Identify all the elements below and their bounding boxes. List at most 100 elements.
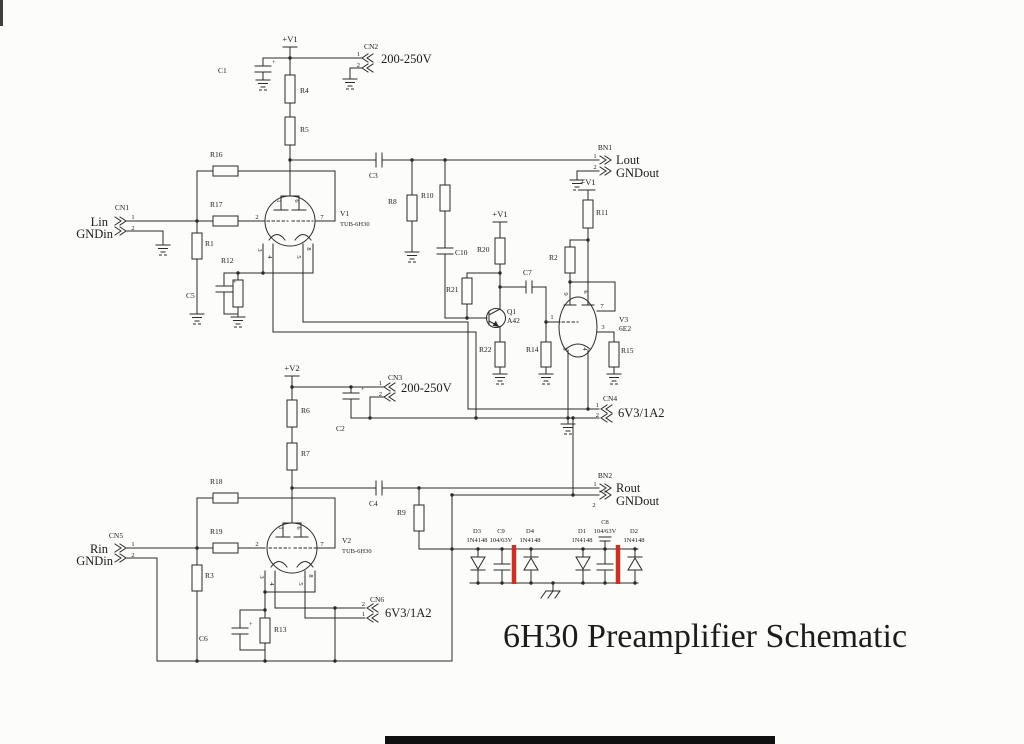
resistor-R16-label: R16	[210, 150, 223, 159]
resistor-R18	[212, 492, 239, 504]
pin-number: 2	[592, 502, 595, 509]
pin-number: 6	[293, 199, 300, 203]
diode-D3	[470, 548, 486, 584]
tube-V3-envelope	[558, 296, 598, 358]
connector-pin-icon	[383, 382, 396, 392]
capacitor-C8-ref: C8	[601, 519, 609, 526]
output-GNDout-label: GNDout	[616, 166, 660, 180]
resistor-R21	[461, 277, 473, 305]
ground-icon	[230, 316, 246, 328]
input-Rin-label: Rin	[90, 542, 109, 556]
connector-BN2-label: BN2	[598, 471, 612, 480]
supply-label: +V1	[282, 34, 297, 44]
pin-number: 3	[601, 324, 604, 331]
scan-bottom-bar-artifact	[385, 736, 775, 744]
hv-supply-value: 200-250V	[401, 381, 452, 395]
resistor-R20	[494, 237, 506, 265]
pin-number: 1	[131, 214, 134, 221]
pin-number: 2	[255, 541, 258, 548]
scan-edge-artifact	[0, 0, 3, 26]
resistor-R3	[191, 564, 203, 592]
resistor-R9-label: R9	[397, 508, 406, 517]
resistor-R2	[564, 246, 576, 274]
supply-label: +V1	[580, 177, 595, 187]
polarity-plus: +	[249, 621, 253, 628]
diode-D2	[627, 548, 643, 584]
pin-number: 2	[255, 214, 258, 221]
pin-number: 3	[256, 248, 263, 251]
capacitor-C5-label: C5	[186, 291, 195, 300]
capacitor-C8	[596, 536, 614, 584]
pin-number: 4	[266, 255, 273, 259]
resistor-R4-label: R4	[300, 86, 309, 95]
pin-number: 5	[297, 582, 304, 585]
diode-D2-ref: D2	[630, 528, 638, 535]
pin-number: 6	[582, 290, 589, 294]
capacitor-C3-label: C3	[369, 171, 378, 180]
resistor-R8-label: R8	[388, 197, 397, 206]
chassis-ground-icon	[540, 590, 561, 599]
right-channel-input: CN5 1 2 Rin GNDin R18 R19 R3	[76, 477, 336, 662]
ground-icon	[538, 373, 554, 385]
right-channel-output: C4 R9 BN2 1 2 Rout GNDout	[156, 471, 660, 662]
capacitor-C9-value: 104/63V	[490, 537, 513, 544]
connector-CN4-label: CN4	[603, 394, 617, 403]
capacitor-C2	[342, 392, 360, 400]
pin-number: 6	[295, 526, 302, 530]
tube-V3-ref: V3	[619, 315, 628, 324]
tube-V3-type: 6E2	[619, 324, 631, 333]
polarity-plus: +	[361, 386, 365, 393]
pin-number: 2	[362, 601, 365, 608]
resistor-R5	[284, 116, 296, 146]
resistor-R2-label: R2	[549, 253, 558, 262]
connector-pin-icon	[383, 392, 396, 402]
connector-CN2-label: CN2	[364, 42, 378, 51]
resistor-R11	[582, 199, 594, 229]
pin-number: 1	[593, 481, 596, 488]
resistor-R7-label: R7	[301, 449, 310, 458]
resistor-R17-label: R17	[210, 200, 223, 209]
heater-bus-CN6: CN6 2 1 6V3/1A2	[274, 595, 432, 662]
input-GNDin-label: GNDin	[76, 554, 114, 568]
transistor-Q1-type: A42	[507, 316, 520, 325]
pin-number: 1	[275, 199, 282, 202]
supply-label: +V1	[492, 209, 507, 219]
heater-diode-network: D3 1N4148 C9 104/63V D4 1N4148 D1 1N4148…	[467, 519, 644, 599]
connector-pin-icon	[599, 166, 612, 176]
resistor-R6	[286, 399, 298, 428]
resistor-R16	[212, 165, 239, 177]
eye-driver-Q1: +V1 R20 R21 R22 R14 C7 Q1 A42	[444, 209, 554, 385]
resistor-R5-label: R5	[300, 125, 309, 134]
diode-D1	[575, 548, 591, 584]
ground-icon	[342, 78, 358, 90]
resistor-R22	[494, 341, 506, 368]
pin-number: 2	[131, 552, 134, 559]
pin-number: 3	[258, 575, 265, 578]
resistor-R19-label: R19	[210, 527, 223, 536]
capacitor-C7-label: C7	[523, 268, 532, 277]
capacitor-C10	[436, 247, 454, 255]
capacitor-C3	[375, 152, 383, 168]
resistor-R8	[406, 194, 418, 222]
pin-number: 4	[581, 347, 588, 351]
transistor-Q1	[486, 308, 506, 328]
connector-pin-icon	[114, 553, 127, 563]
pin-number: 2	[596, 412, 599, 419]
ground-icon	[492, 373, 508, 385]
resistor-R15-label: R15	[621, 346, 634, 355]
pin-number: 5	[561, 347, 568, 350]
transistor-Q1-ref: Q1	[507, 307, 516, 316]
tube-V2-ref: V2	[342, 536, 351, 545]
pin-number: 8	[305, 247, 312, 250]
connector-pin-icon	[366, 613, 379, 623]
tube-V1-ref: V1	[340, 209, 349, 218]
resistor-R1	[191, 232, 203, 260]
resistor-R13-label: R13	[274, 625, 287, 634]
connector-pin-icon	[361, 53, 374, 63]
resistor-R7	[286, 442, 298, 471]
pin-number: 1	[357, 51, 360, 58]
transistor-emitter-arrow-icon	[492, 320, 499, 327]
resistor-R10-label: R10	[421, 191, 434, 200]
output-Lout-label: Lout	[616, 153, 640, 167]
